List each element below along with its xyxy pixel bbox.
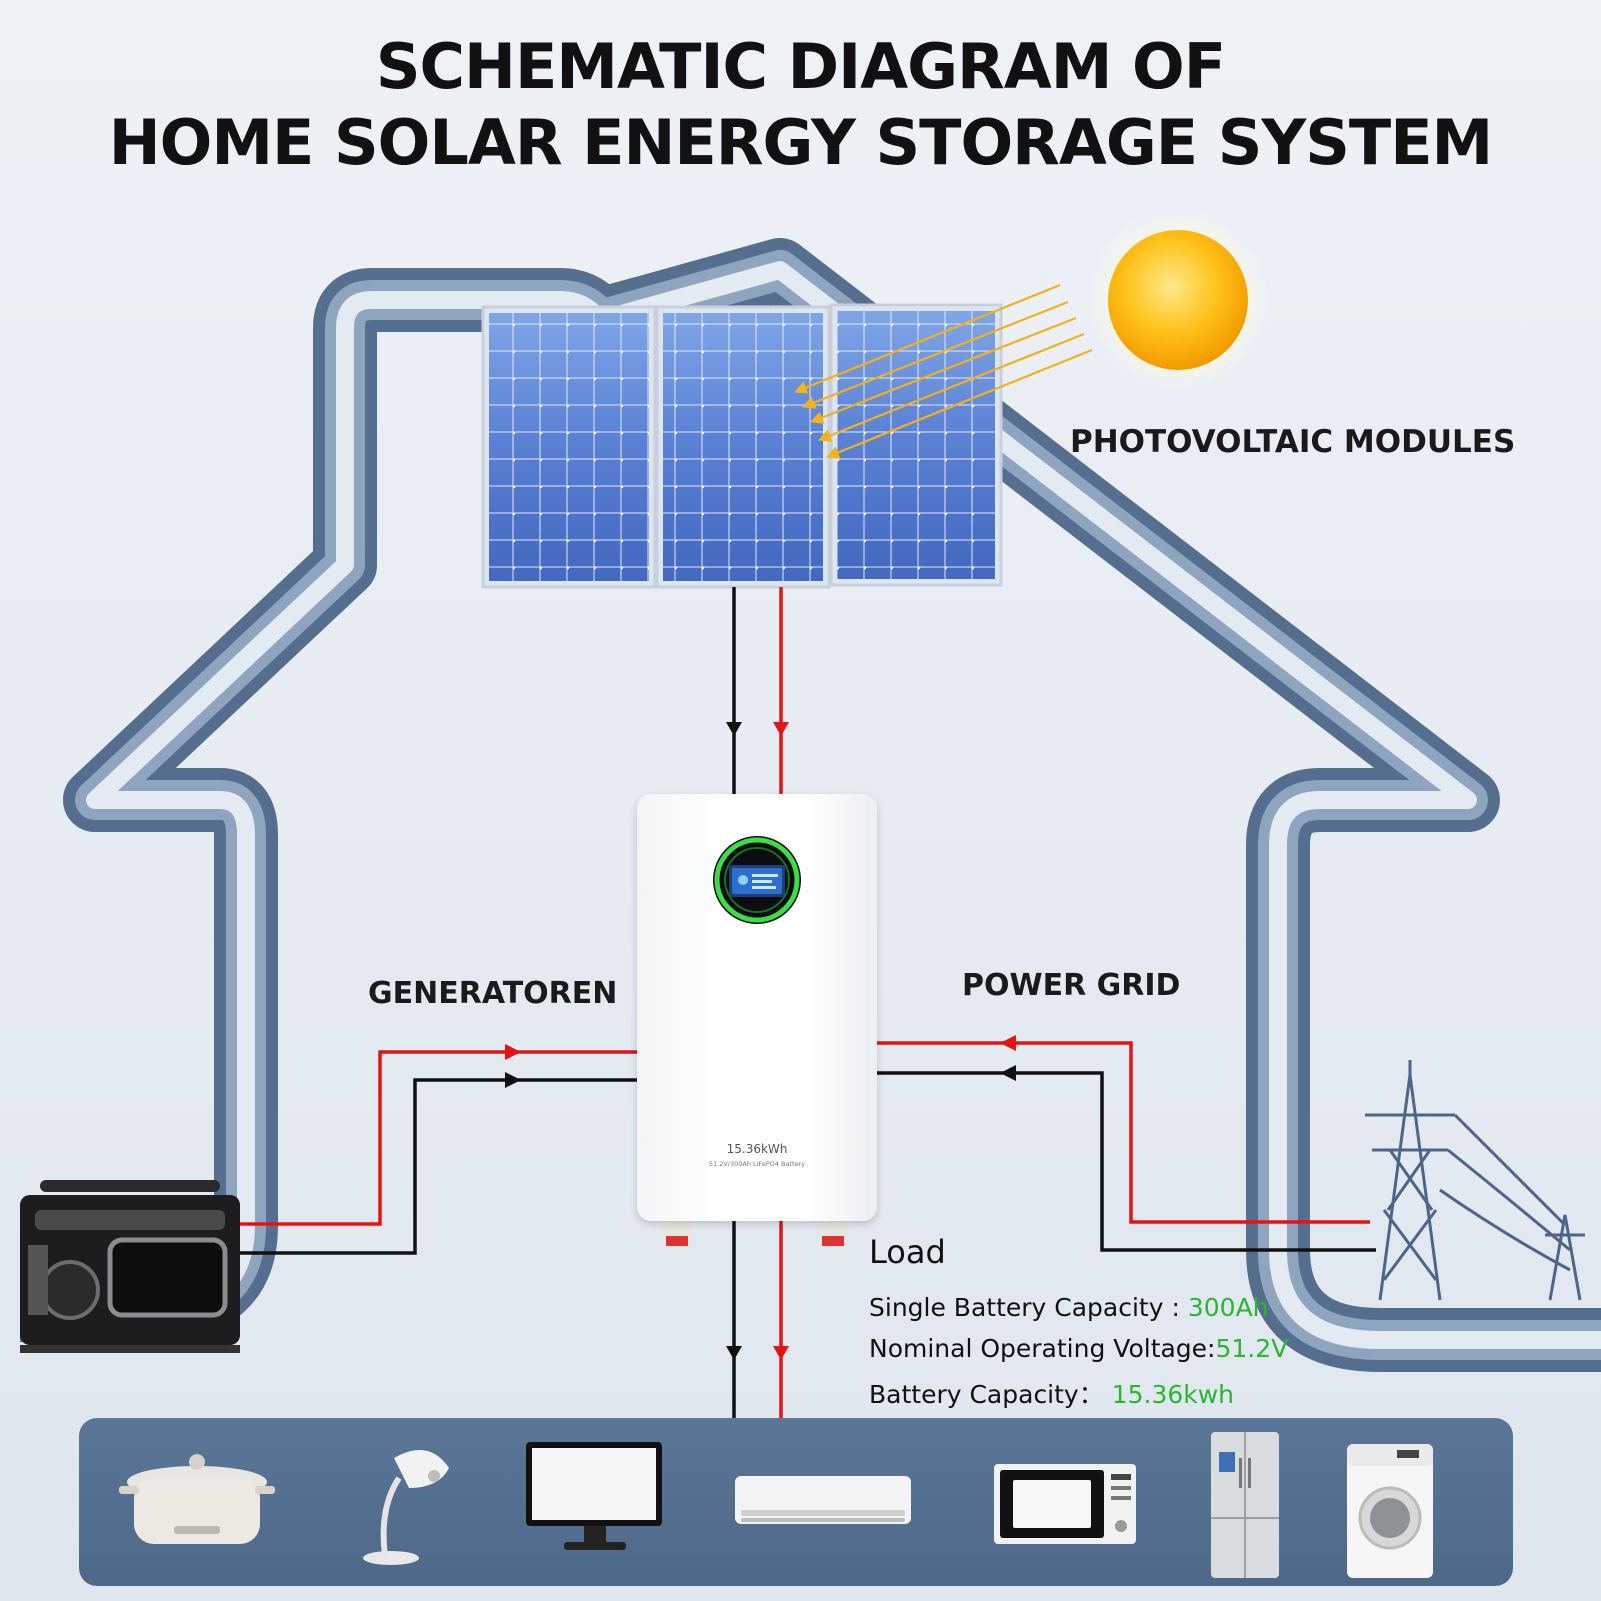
load-label: Load bbox=[869, 1233, 946, 1271]
spec-label: Battery Capacity： bbox=[869, 1380, 1112, 1409]
generator-label: GENERATOREN bbox=[368, 976, 618, 1011]
appliance-bar bbox=[79, 1418, 1513, 1586]
battery-subtitle-label: 51.2V/300Ah LiFePO4 Battery bbox=[708, 1160, 806, 1168]
pv-wires bbox=[726, 587, 789, 794]
sun-rays bbox=[793, 283, 1093, 459]
battery-capacity-label: 15.36kWh bbox=[726, 1142, 788, 1156]
battery-display bbox=[713, 836, 801, 924]
air-conditioner-icon bbox=[735, 1476, 911, 1524]
transmission-tower-icon bbox=[1365, 1060, 1585, 1301]
title-line-2: HOME SOLAR ENERGY STORAGE SYSTEM bbox=[108, 106, 1494, 179]
photovoltaic-modules-label: PHOTOVOLTAIC MODULES bbox=[1070, 424, 1516, 460]
desk-lamp-icon bbox=[363, 1450, 449, 1565]
microwave-icon bbox=[994, 1464, 1136, 1544]
spec-value: 15.36kwh bbox=[1111, 1380, 1235, 1409]
spec-single-battery-capacity: Single Battery Capacity : 300Ah bbox=[869, 1293, 1269, 1322]
grid-wires bbox=[877, 1035, 1376, 1252]
battery-terminals bbox=[662, 1221, 848, 1246]
spec-label: Nominal Operating Voltage: bbox=[869, 1334, 1216, 1363]
house-outline bbox=[20, 238, 1601, 1372]
spec-battery-capacity: Battery Capacity： 15.36kwh bbox=[869, 1375, 1234, 1411]
spec-label: Single Battery Capacity : bbox=[869, 1293, 1188, 1322]
sun-icon bbox=[1086, 208, 1270, 392]
title-line-1: SCHEMATIC DIAGRAM OF bbox=[375, 30, 1226, 103]
spec-value: 51.2V bbox=[1215, 1334, 1289, 1363]
battery-unit: 15.36kWh 51.2V/300Ah LiFePO4 Battery bbox=[637, 794, 877, 1221]
spec-value: 300Ah bbox=[1187, 1293, 1269, 1322]
refrigerator-icon bbox=[1211, 1432, 1279, 1578]
monitor-icon bbox=[526, 1442, 662, 1550]
washing-machine-icon bbox=[1347, 1444, 1433, 1578]
load-wires bbox=[726, 1221, 789, 1418]
solar-panel-array bbox=[481, 303, 1003, 589]
rice-cooker-icon bbox=[119, 1454, 275, 1544]
spec-nominal-voltage: Nominal Operating Voltage:51.2V bbox=[869, 1334, 1288, 1363]
appliance-icons bbox=[119, 1432, 1433, 1578]
generator-wires bbox=[235, 1044, 637, 1255]
generator-icon bbox=[20, 1180, 240, 1353]
power-grid-label: POWER GRID bbox=[962, 968, 1181, 1003]
